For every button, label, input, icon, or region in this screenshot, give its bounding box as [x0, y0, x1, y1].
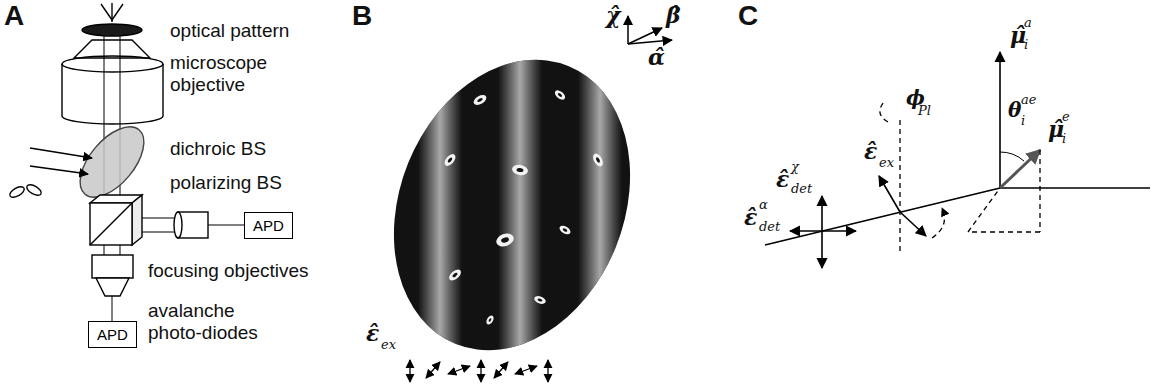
part-label: focusing objectives	[148, 260, 309, 282]
focusing-lens	[174, 212, 182, 238]
detector-label: APD	[253, 217, 284, 234]
part-label: dichroic BS	[170, 138, 266, 160]
axis-symbol: χ̂	[606, 4, 620, 26]
symbol-subscript: Pl	[918, 104, 931, 117]
detection-vector	[821, 196, 823, 268]
symbol-superscript: a	[1024, 16, 1032, 29]
cube-diagonal	[90, 203, 132, 245]
beam-line	[112, 296, 113, 322]
axis-symbol: α̂	[648, 46, 665, 68]
vector-symbol: ε̂	[864, 140, 877, 162]
beam-line	[142, 232, 178, 233]
light-stripe	[498, 40, 542, 370]
detection-vector	[790, 230, 856, 232]
detector-box: APD	[88, 321, 137, 348]
vector-symbol: ε̂	[744, 206, 757, 228]
axis-line	[1000, 187, 1150, 189]
detector-label: APD	[97, 326, 128, 343]
part-label: optical pattern	[170, 20, 289, 42]
cube-side	[132, 195, 142, 245]
absorption-dipole	[999, 52, 1001, 188]
molecules	[442, 88, 605, 325]
axes-triad	[628, 16, 672, 44]
polarization-arrows	[410, 360, 548, 382]
polarizing-cube	[90, 203, 132, 245]
symbol-superscript: ae	[1021, 93, 1036, 106]
symbol-subscript: ex	[879, 156, 894, 169]
symbol-subscript: ex	[381, 338, 396, 351]
objective-body	[62, 64, 163, 124]
objective-body	[62, 56, 163, 72]
angle-symbol: θ	[1008, 100, 1021, 120]
symbol-subscript: i	[1062, 132, 1066, 145]
geometry-drawing	[765, 52, 1150, 268]
vector-symbol: μ̂	[1010, 24, 1026, 46]
symbol-subscript: det	[791, 182, 812, 195]
vector-symbol: μ̂	[1048, 118, 1064, 140]
axis-symbol: β̂	[666, 4, 681, 26]
sample-drawing	[352, 16, 672, 386]
light-stripe	[418, 40, 462, 370]
beam-line	[104, 245, 105, 255]
beam-axis	[765, 188, 1000, 245]
emission-dipole	[1000, 150, 1040, 188]
pattern-mask	[82, 24, 142, 36]
polarization-symbol	[25, 183, 43, 198]
symbol-subscript: i	[1024, 38, 1028, 51]
part-label: polarizing BS	[170, 172, 282, 194]
beam-line	[142, 218, 178, 219]
excitation-arrow	[30, 166, 88, 174]
symbol-superscript: e	[1062, 110, 1070, 123]
part-label: avalanche photo-diodes	[148, 300, 273, 344]
polarization-symbol	[8, 185, 26, 200]
panel-letter: B	[352, 0, 372, 32]
excitation-vector	[879, 176, 900, 212]
focusing-lens	[92, 255, 133, 278]
excitation-arrow	[30, 148, 92, 158]
symbol-superscript: χ	[791, 160, 799, 173]
part-label: microscope objective	[170, 52, 295, 96]
beam-line	[120, 245, 121, 255]
incoming-beam	[111, 3, 112, 22]
objective-tip	[74, 40, 150, 58]
vector-symbol: ε̂	[776, 168, 789, 190]
light-stripe	[578, 40, 622, 370]
projection-lines	[880, 102, 1040, 252]
angle-arc	[1000, 152, 1024, 161]
symbol-superscript: α	[759, 198, 768, 211]
panel-letter: C	[738, 0, 758, 32]
focusing-lens	[96, 278, 129, 296]
symbol-subscript: i	[1021, 114, 1025, 127]
detector-box: APD	[244, 212, 293, 239]
panel-letter: A	[4, 0, 24, 32]
excitation-vector	[900, 212, 926, 236]
symbol-subscript: det	[759, 220, 780, 233]
sample-area	[352, 24, 672, 386]
vector-symbol: ε̂	[366, 322, 379, 344]
